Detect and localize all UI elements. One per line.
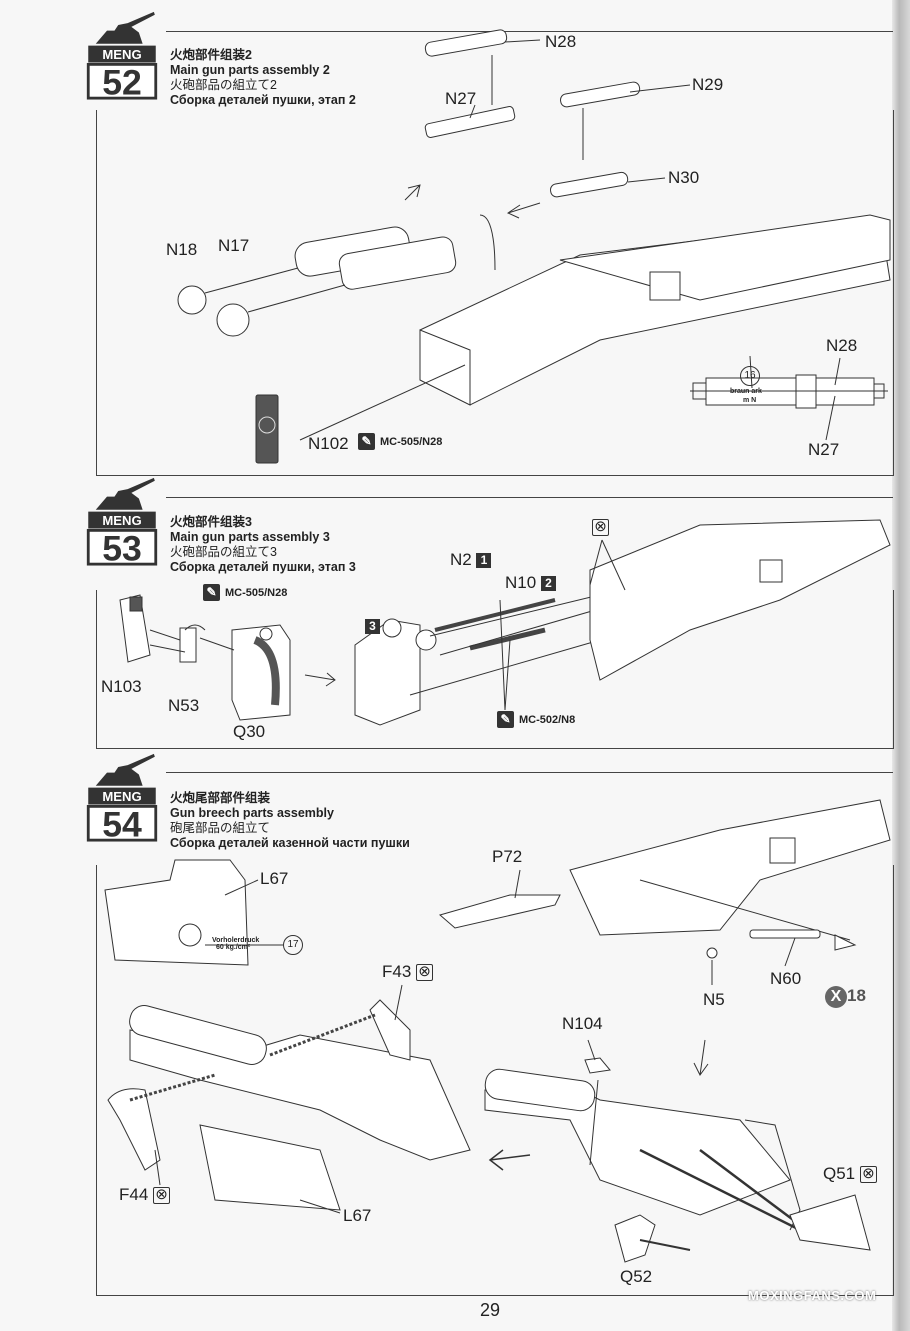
part-label-n5: N5: [703, 990, 725, 1009]
step-number: 52: [102, 62, 142, 100]
title-ru: Сборка деталей пушки, этап 2: [170, 93, 356, 107]
part-label-q51: Q51: [823, 1164, 877, 1184]
part-label-n27: N27: [445, 89, 477, 108]
do-not-glue-icon: [592, 517, 609, 537]
brand-text: MENG: [102, 513, 141, 528]
detail-label-n28: N28: [826, 336, 858, 355]
paint-callout: ✎ MC-505/N28: [358, 433, 442, 450]
paint-callout-2: ✎ MC-502/N8: [497, 711, 575, 728]
order-badge-1: 1: [476, 553, 492, 569]
title-ru: Сборка деталей казенной части пушки: [170, 836, 410, 850]
part-label-q52: Q52: [620, 1267, 653, 1286]
step-52-header: 火炮部件组装2 Main gun parts assembly 2 火砲部品の組…: [170, 48, 356, 108]
brand-text: MENG: [102, 47, 141, 62]
part-label-p72: P72: [492, 847, 523, 866]
title-en: Gun breech parts assembly: [170, 806, 334, 820]
decal-number: 17: [283, 935, 303, 955]
part-label-f44: F44: [119, 1185, 171, 1205]
part-n29-drawing: [560, 81, 641, 108]
part-label-f43: F43: [382, 962, 434, 982]
meng-logo-step-54: MENG 54: [86, 753, 158, 842]
meng-logo-step-52: MENG 52: [86, 11, 158, 100]
part-label-n60: N60: [770, 969, 802, 988]
step-number: 54: [102, 804, 142, 842]
title-ja: 火砲部品の組立て2: [170, 78, 277, 92]
paintbrush-icon: ✎: [358, 433, 375, 450]
decal-number: 16: [740, 366, 760, 386]
decal-text-1: braun ark: [730, 388, 762, 395]
paintbrush-icon: ✎: [203, 584, 220, 601]
paint-callout-1: ✎ MC-505/N28: [203, 584, 287, 601]
order-badge-2: 2: [540, 576, 556, 592]
meng-logo-step-53: MENG 53: [86, 477, 158, 566]
title-ja: 砲尾部品の組立て: [170, 821, 271, 835]
part-label-n10: N10 2: [505, 573, 556, 593]
paint-code: MC-505/N28: [380, 435, 443, 448]
decal-text-2: 60 kg./cm²: [216, 944, 251, 951]
title-en: Main gun parts assembly 2: [170, 63, 330, 77]
title-zh: 火炮尾部部件组装: [170, 791, 271, 805]
title-zh: 火炮部件组装2: [170, 48, 252, 62]
step-52-panel: [96, 110, 894, 476]
part-n28-drawing: [424, 29, 508, 57]
do-not-glue-icon: [416, 962, 434, 982]
part-label-n102: N102: [308, 434, 349, 453]
step-54-header: 火炮尾部部件组装 Gun breech parts assembly 砲尾部品の…: [170, 791, 410, 851]
part-label-n103: N103: [101, 677, 142, 696]
barrel-breech-drawing: [338, 236, 457, 290]
step-53-top-border: [166, 497, 893, 498]
step-52-top-border: [166, 31, 893, 32]
n28-n27-detail-drawing: [690, 355, 888, 441]
part-label-l67-lower: L67: [343, 1206, 372, 1225]
do-not-glue-icon: [859, 1164, 877, 1184]
step-54-top-border: [166, 772, 893, 773]
page-binding-edge: [892, 0, 910, 1331]
step-53-header: 火炮部件组装3 Main gun parts assembly 3 火砲部品の組…: [170, 515, 356, 575]
part-label-q30: Q30: [233, 722, 266, 741]
part-label-n29: N29: [692, 75, 724, 94]
part-n27-drawing: [424, 106, 516, 138]
do-not-glue-icon: [153, 1185, 171, 1205]
part-label-n28: N28: [545, 32, 577, 51]
title-ru: Сборка деталей пушки, этап 3: [170, 560, 356, 574]
title-ja: 火砲部品の組立て3: [170, 545, 277, 559]
watermark: MOXINGFANS.COM: [748, 1288, 877, 1303]
decal-text-1: Vorholerdruck: [212, 937, 260, 944]
part-n30-drawing: [550, 171, 629, 198]
detail-label-n27: N27: [808, 440, 840, 459]
brand-text: MENG: [102, 789, 141, 804]
part-label-n17: N17: [218, 236, 250, 255]
decal-text-2: m N: [743, 397, 757, 404]
part-label-n30: N30: [668, 168, 700, 187]
paint-code: MC-502/N8: [519, 713, 576, 726]
step-54-panel: [96, 865, 894, 1296]
step-number: 53: [102, 528, 142, 566]
title-zh: 火炮部件组装3: [170, 515, 252, 529]
part-label-n2: N2 1: [450, 550, 492, 570]
part-label-n18: N18: [166, 240, 198, 259]
order-badge-3: 3: [365, 619, 380, 634]
part-label-n104: N104: [562, 1014, 603, 1033]
step-53-panel: [96, 590, 894, 749]
page-number: 29: [480, 1300, 501, 1320]
multiply-icon: X: [825, 986, 847, 1008]
part-label-l67: L67: [260, 869, 289, 888]
title-en: Main gun parts assembly 3: [170, 530, 330, 544]
paint-code: MC-505/N28: [225, 586, 288, 599]
paintbrush-icon: ✎: [497, 711, 514, 728]
part-label-n53: N53: [168, 696, 200, 715]
